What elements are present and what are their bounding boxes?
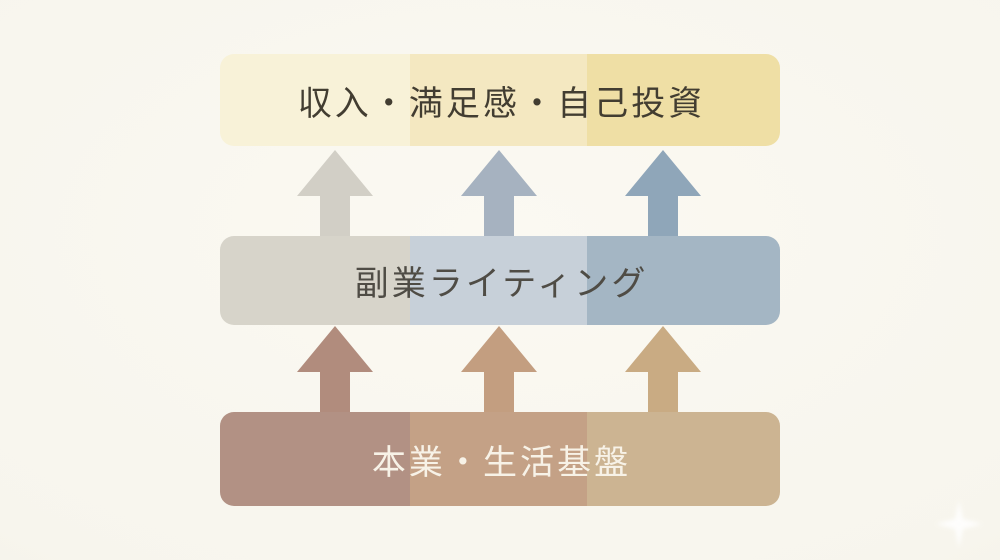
up-arrow-shape	[461, 150, 537, 238]
up-arrow-icon	[461, 150, 537, 238]
sparkle-icon	[936, 500, 982, 548]
up-arrow-icon	[297, 326, 373, 414]
band-right	[586, 54, 780, 146]
up-arrow-shape	[297, 326, 373, 414]
band-left	[220, 412, 411, 506]
layer-label-outcomes: 収入・満足感・自己投資	[297, 83, 706, 124]
up-arrow-icon	[625, 326, 701, 414]
band-center	[410, 236, 587, 325]
band-center	[410, 54, 587, 146]
up-arrow-icon	[297, 150, 373, 238]
layer-box-main-job: 本業・生活基盤	[220, 412, 780, 506]
up-arrow-icon	[461, 326, 537, 414]
layer-box-side-writing: 副業ライティング	[220, 236, 780, 325]
band-right	[586, 236, 780, 325]
up-arrow-shape	[625, 326, 701, 414]
layer-box-outcomes: 収入・満足感・自己投資	[220, 54, 780, 146]
layer-label-side-writing: 副業ライティング	[354, 264, 649, 304]
layer-band-group	[220, 236, 780, 325]
band-right	[586, 412, 780, 506]
layer-band-group	[220, 54, 780, 146]
sparkle-shape	[936, 500, 982, 548]
up-arrow-icon	[625, 150, 701, 238]
band-center	[410, 412, 587, 506]
layer-label-main-job: 本業・生活基盤	[371, 442, 632, 483]
up-arrow-shape	[297, 150, 373, 238]
band-left	[220, 54, 411, 146]
up-arrow-shape	[625, 150, 701, 238]
up-arrow-shape	[461, 326, 537, 414]
layer-band-group	[220, 412, 780, 506]
band-left	[220, 236, 411, 325]
